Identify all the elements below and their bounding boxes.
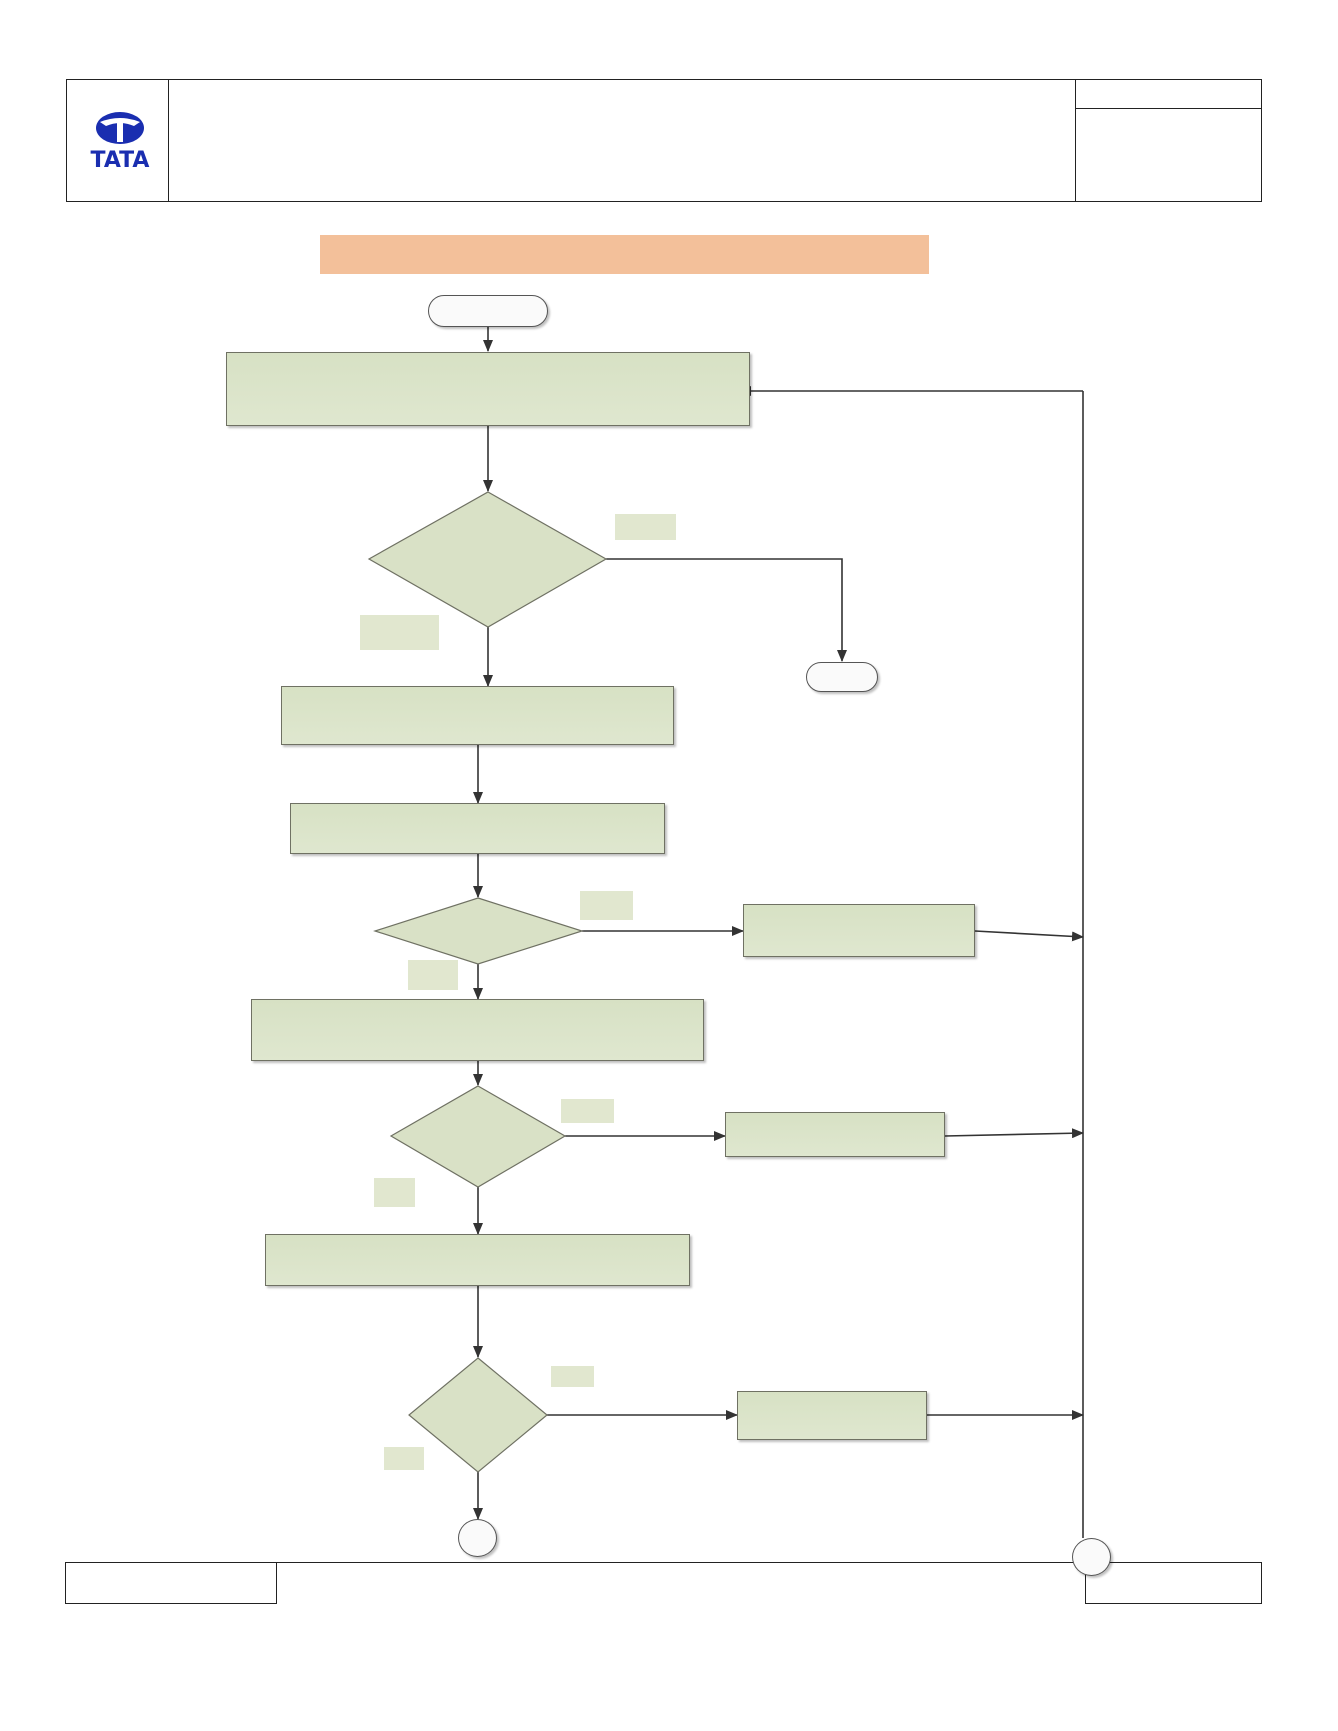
decision-3-right-label (561, 1099, 614, 1123)
step-3 (290, 803, 665, 854)
side-step-2 (725, 1112, 945, 1157)
decision-2-down-label (408, 960, 458, 990)
step-2 (281, 686, 674, 745)
step-4 (251, 999, 704, 1061)
footer-left (70, 1574, 270, 1594)
decision-3-down-label (374, 1178, 415, 1207)
footer-line (277, 1562, 1085, 1563)
decision-2-right-label (580, 891, 633, 920)
decision-1 (410, 540, 566, 578)
arrow-side1-loop (974, 930, 1084, 942)
section-banner (320, 235, 929, 274)
side-step-1 (743, 904, 975, 957)
footer-right-cell (1085, 1562, 1262, 1604)
decision-4-down-label (384, 1447, 424, 1470)
step-1 (226, 352, 750, 426)
doc-ref (1080, 82, 1258, 104)
doc-rev (1080, 115, 1258, 137)
doc-meta-divider (1075, 108, 1262, 109)
footer-left-cell (65, 1562, 277, 1604)
side-step-3 (737, 1391, 927, 1440)
decision-4 (430, 1404, 526, 1426)
decision-1-right-label (615, 514, 676, 540)
connector-bottom (458, 1519, 497, 1557)
arrow-decision1-end (606, 558, 847, 662)
connector-right (1072, 1538, 1111, 1576)
start-terminal (428, 295, 548, 327)
footer-right (1110, 1574, 1258, 1594)
doc-title (180, 120, 1060, 160)
step-5 (265, 1234, 690, 1286)
decision-3 (420, 1125, 536, 1147)
decision-2 (410, 922, 546, 942)
logo-cell (66, 79, 169, 202)
decision-4-right-label (551, 1366, 594, 1387)
end-terminal (806, 662, 878, 692)
doc-meta-cell (1075, 79, 1262, 202)
decision-1-down-label (360, 615, 439, 650)
arrow-side2-loop (944, 1128, 1084, 1139)
